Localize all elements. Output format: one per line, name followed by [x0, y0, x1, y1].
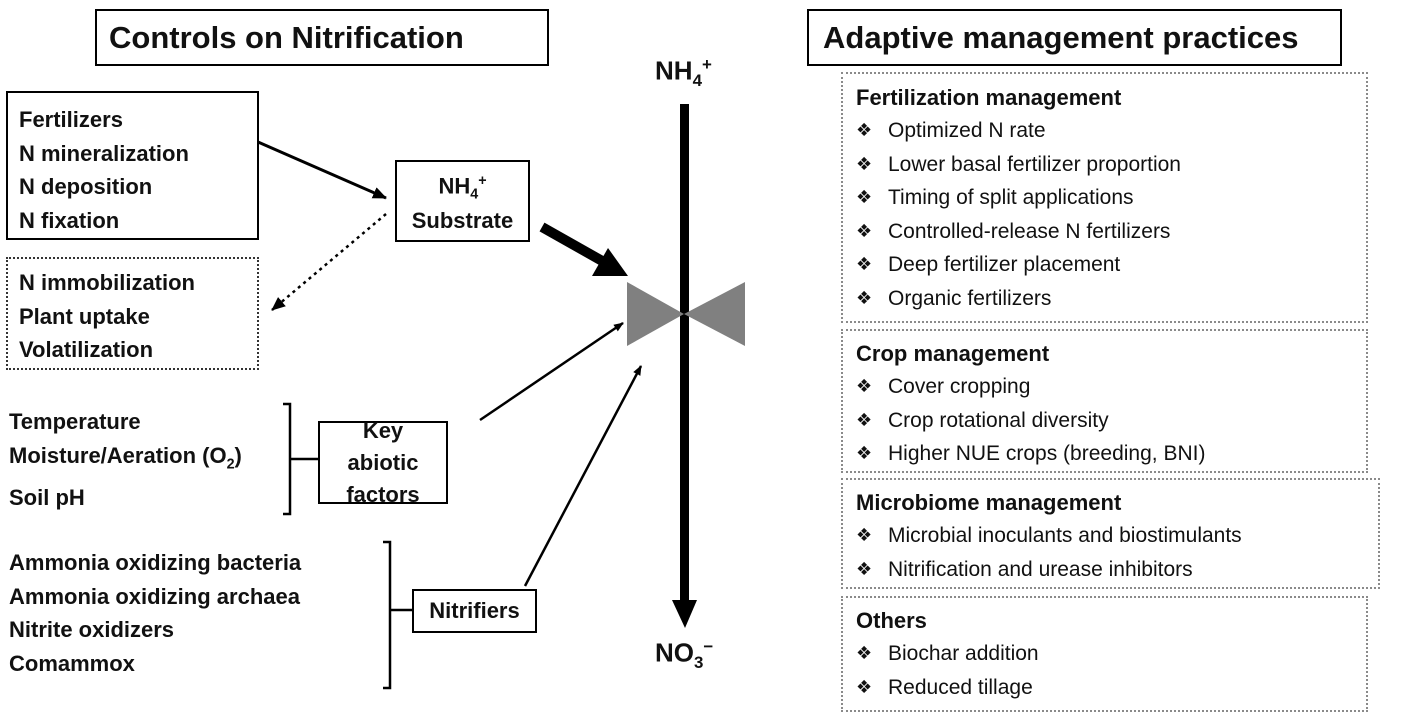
left-title-box: Controls on Nitrification: [95, 9, 549, 66]
left-title: Controls on Nitrification: [109, 19, 464, 55]
key-abiotic-factors-label: Key abiotic factors: [346, 417, 420, 507]
nitrogen-sinks-box: N immobilization Plant uptake Volatiliza…: [6, 257, 259, 370]
sink-item: Volatilization: [19, 337, 154, 362]
microbiome-management-box: Microbiome management ❖Microbial inocula…: [841, 478, 1380, 589]
nitrifier-group: Comammox: [9, 650, 135, 676]
management-item: ❖Timing of split applications: [856, 181, 1366, 215]
management-item: ❖Lower basal fertilizer proportion: [856, 148, 1366, 182]
management-heading: Microbiome management: [856, 490, 1122, 515]
management-item: ❖Biochar addition: [856, 637, 1366, 671]
bullet-icon: ❖: [856, 409, 873, 430]
source-item: N mineralization: [19, 140, 189, 166]
substrate-ion: NH4+: [438, 173, 487, 203]
source-item: Fertilizers: [19, 107, 123, 132]
nitrification-axis-arrow: [672, 104, 697, 628]
bullet-icon: ❖: [856, 643, 873, 663]
ammonium-label: NH4+: [655, 55, 712, 90]
nitrification-valve: [627, 282, 745, 346]
bullet-icon: ❖: [856, 558, 873, 579]
bullet-icon: ❖: [856, 120, 873, 140]
management-heading: Fertilization management: [856, 85, 1122, 110]
source-item: N fixation: [19, 207, 120, 233]
source-item: N deposition: [19, 174, 153, 199]
abiotic-to-valve-arrow: [479, 321, 624, 422]
sink-item: N immobilization: [19, 270, 195, 295]
nitrifiers-bracket: [383, 540, 412, 690]
nitrate-label: NO3−: [655, 637, 714, 672]
abiotic-factor: Soil pH: [9, 485, 85, 511]
management-item: ❖Deep fertilizer placement: [856, 248, 1366, 282]
nitrifier-group-list: Ammonia oxidizing bacteria Ammonia oxidi…: [9, 546, 301, 680]
fertilization-management-box: Fertilization management ❖Optimized N ra…: [841, 72, 1368, 323]
management-item: ❖Controlled-release N fertilizers: [856, 215, 1366, 249]
substrate-box: NH4+ Substrate: [395, 160, 530, 242]
nitrogen-sources-box: Fertilizers N mineralization N depositio…: [6, 91, 259, 240]
bullet-icon: ❖: [856, 254, 873, 274]
management-heading: Crop management: [856, 341, 1050, 366]
bullet-icon: ❖: [856, 376, 873, 396]
substrate-label: Substrate: [411, 207, 514, 233]
right-title: Adaptive management practices: [823, 19, 1299, 55]
abiotic-factor: Temperature: [9, 409, 141, 434]
key-abiotic-factors-box: Key abiotic factors: [318, 418, 448, 507]
nitrifier-group: Ammonia oxidizing archaea: [9, 583, 300, 609]
nitrifiers-to-valve-arrow: [523, 365, 643, 587]
management-heading: Others: [856, 608, 927, 633]
bullet-icon: ❖: [856, 153, 873, 174]
bullet-icon: ❖: [856, 287, 873, 308]
nitrifier-group: Nitrite oxidizers: [9, 617, 175, 642]
management-item: ❖Reduced tillage: [856, 671, 1366, 705]
management-item: ❖Organic fertilizers: [856, 282, 1366, 316]
nitrifiers-label: Nitrifiers: [429, 598, 520, 623]
crop-management-box: Crop management ❖Cover cropping ❖Crop ro…: [841, 329, 1368, 473]
bullet-icon: ❖: [856, 220, 873, 241]
right-title-box: Adaptive management practices: [807, 9, 1342, 66]
bullet-icon: ❖: [856, 676, 873, 697]
other-management-box: Others ❖Biochar addition ❖Reduced tillag…: [841, 596, 1368, 712]
nitrifier-group: Ammonia oxidizing bacteria: [9, 550, 302, 575]
substrate-to-valve-arrow: [539, 222, 628, 276]
management-item: ❖Higher NUE crops (breeding, BNI): [856, 437, 1366, 471]
management-item: ❖Nitrification and urease inhibitors: [856, 553, 1378, 587]
nitrifiers-box: Nitrifiers: [412, 589, 537, 633]
abiotic-bracket: [283, 402, 318, 516]
management-item: ❖Crop rotational diversity: [856, 404, 1366, 438]
sources-to-substrate-arrow: [257, 140, 387, 200]
substrate-to-sinks-arrow: [271, 213, 387, 311]
abiotic-factor-moisture: Moisture/Aeration (O2): [9, 442, 242, 472]
abiotic-factor-list: Temperature Moisture/Aeration (O2) Soil …: [9, 405, 242, 515]
bullet-icon: ❖: [856, 525, 873, 545]
bullet-icon: ❖: [856, 443, 873, 463]
sink-item: Plant uptake: [19, 303, 150, 329]
management-item: ❖Microbial inoculants and biostimulants: [856, 519, 1378, 553]
management-item: ❖Cover cropping: [856, 370, 1366, 404]
management-item: ❖Optimized N rate: [856, 114, 1366, 148]
bullet-icon: ❖: [856, 187, 873, 207]
